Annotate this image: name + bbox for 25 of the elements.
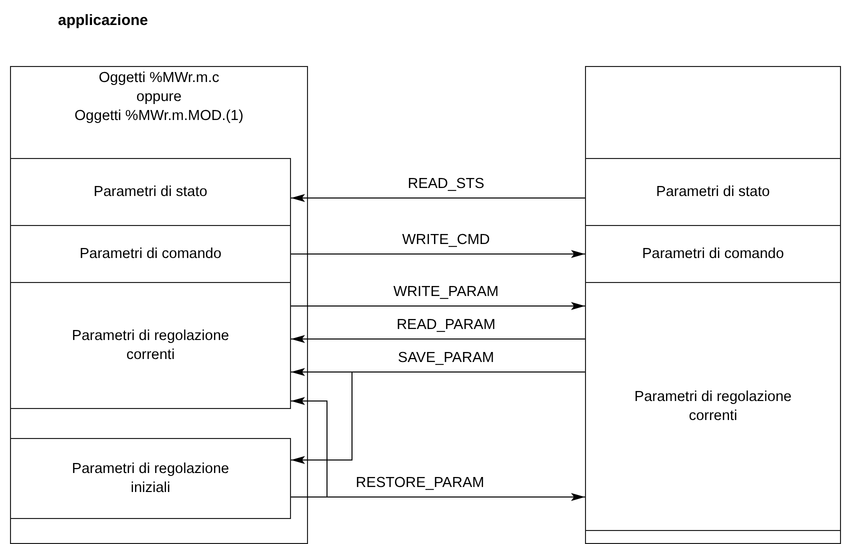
node-text: Parametri di comando bbox=[642, 244, 784, 264]
arrow bbox=[290, 302, 586, 310]
node-text: Parametri di comando bbox=[80, 244, 222, 264]
node-text: Parametri di stato bbox=[94, 182, 208, 202]
edge-label: READ_PARAM bbox=[394, 317, 498, 333]
group-box bbox=[585, 66, 841, 544]
parameter-box bbox=[10, 438, 291, 519]
node-text: Parametri di regolazione correnti bbox=[70, 326, 230, 364]
edge-label: RESTORE_PARAM bbox=[354, 475, 486, 491]
edge-label: READ_STS bbox=[406, 176, 486, 192]
node-text: Oggetti %MWr.m.c bbox=[98, 69, 220, 88]
arrow bbox=[290, 397, 328, 498]
node-text: Parametri di regolazione correnti bbox=[633, 388, 793, 426]
arrow bbox=[290, 194, 586, 202]
parameter-box bbox=[10, 282, 291, 409]
node-text: Parametri di stato bbox=[656, 182, 770, 202]
node-text: Oggetti %MWr.m.MOD.(1) bbox=[74, 107, 244, 126]
arrow bbox=[290, 335, 586, 343]
node-text: oppure bbox=[136, 88, 182, 107]
edge-label: WRITE_CMD bbox=[400, 232, 492, 248]
column-heading: applicazione bbox=[58, 12, 148, 29]
parameter-box bbox=[10, 158, 291, 226]
node-text: Parametri di regolazione iniziali bbox=[70, 460, 230, 498]
arrow bbox=[290, 250, 586, 258]
group-box bbox=[10, 66, 308, 544]
